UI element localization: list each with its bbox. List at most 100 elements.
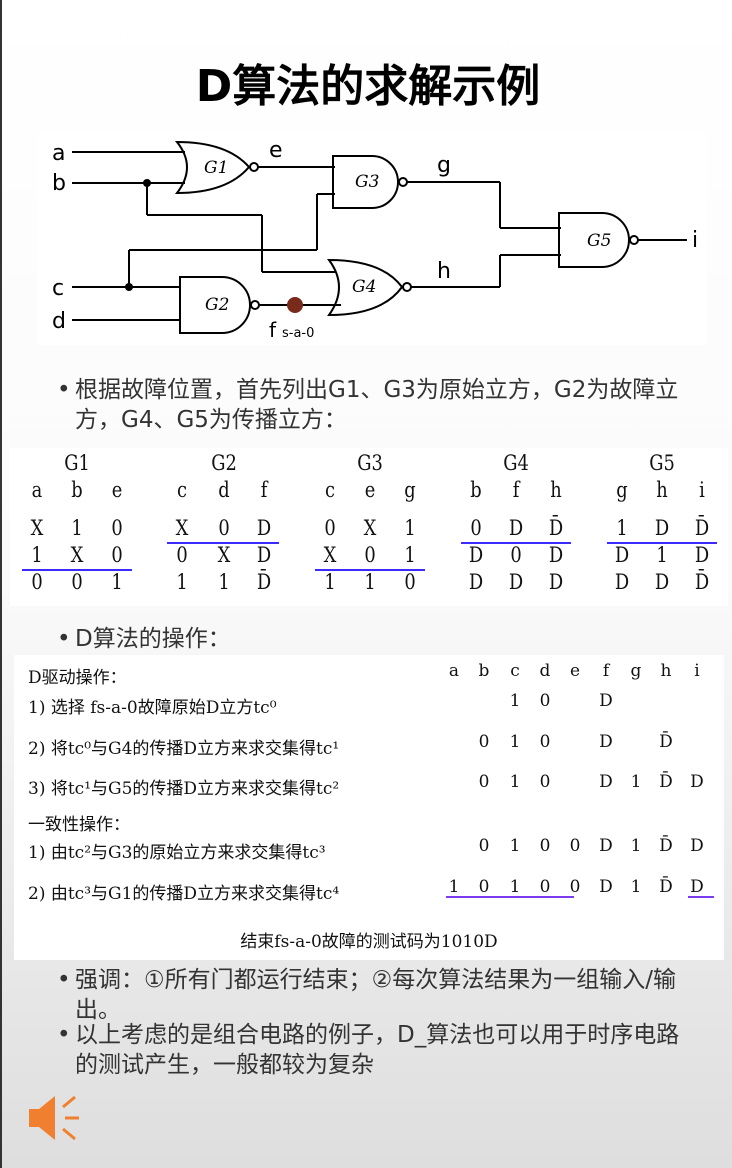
cube-cell: D̄	[256, 570, 272, 594]
cube-cell: X	[217, 543, 231, 567]
cube-cell: 0	[71, 570, 83, 594]
op-value: 1	[509, 836, 521, 856]
op-value: D̄	[659, 836, 673, 856]
net-h: h	[437, 259, 451, 284]
cube-cell: D	[614, 543, 630, 567]
cube-cell: D	[654, 570, 670, 594]
op-value: 1	[509, 877, 521, 897]
op-value: 0	[569, 877, 581, 897]
cube-cell: 0	[176, 543, 188, 567]
op-value: D̄	[659, 877, 673, 897]
op-column-header: h	[660, 661, 672, 681]
gate-g5-label: G5	[587, 231, 611, 251]
op-value: 0	[539, 691, 551, 711]
cube-cell: 0	[404, 570, 416, 594]
input-a: a	[52, 141, 65, 166]
op-value: 0	[478, 877, 490, 897]
cube-gate-label: G2	[211, 451, 237, 475]
cube-cell: 0	[324, 516, 336, 540]
net-e: e	[269, 138, 283, 163]
net-i: i	[692, 228, 698, 253]
input-d: d	[52, 309, 66, 334]
op-value: 1	[509, 691, 521, 711]
op-column-header: g	[630, 661, 642, 681]
cube-separator-line	[315, 569, 425, 571]
cube-cell: 1	[656, 543, 668, 567]
bullet-3: •强调：①所有门都运行结束；②每次算法结果为一组输入/输出。	[57, 965, 697, 1025]
cube-column-header: i	[699, 478, 705, 502]
op-value: 0	[539, 877, 551, 897]
op-value: D	[599, 836, 613, 856]
cube-gate-label: G3	[357, 451, 383, 475]
fault-type: s-a-0	[282, 326, 314, 341]
cube-column-header: h	[550, 478, 562, 502]
op-value: 1	[630, 877, 642, 897]
cube-cell: 0	[218, 516, 230, 540]
op-value: D̄	[659, 732, 673, 752]
op-column-header: d	[539, 661, 551, 681]
op-value: 0	[539, 732, 551, 752]
gate-g3-label: G3	[355, 172, 379, 192]
input-c: c	[52, 276, 64, 301]
op-value: D	[599, 877, 613, 897]
cube-column-header: f	[260, 478, 268, 502]
bullet-4: •以上考虑的是组合电路的例子，D_算法也可以用于时序电路的测试产生，一般都较为复…	[57, 1020, 697, 1080]
cube-cell: D̄	[548, 543, 564, 567]
op-step-label: 1) 由tc²与G3的原始立方来求交集得tc³	[28, 843, 326, 863]
cube-cell: 1	[404, 543, 416, 567]
cube-column-header: b	[71, 478, 83, 502]
cube-cell: 1	[31, 543, 43, 567]
cube-separator-line	[22, 569, 132, 571]
cube-cell: 0	[31, 570, 43, 594]
cube-separator-line	[461, 542, 571, 544]
cube-cell: 0	[111, 516, 123, 540]
op-value: D	[599, 691, 613, 711]
op-value: D	[690, 836, 704, 856]
op-step-label: 2) 将tc⁰与G4的传播D立方来求交集得tc¹	[28, 739, 340, 759]
op-step-label: 2) 由tc³与G1的传播D立方来求交集得tc⁴	[28, 884, 340, 904]
input-b: b	[52, 171, 66, 196]
net-g: g	[437, 153, 451, 178]
cube-cell: D̄	[694, 516, 710, 540]
cube-cell: 0	[111, 543, 123, 567]
cube-cell: D̄	[694, 570, 710, 594]
cube-cell: D̄	[548, 516, 564, 540]
cube-cell: 1	[616, 516, 628, 540]
cube-cell: 1	[111, 570, 123, 594]
fault-marker	[287, 297, 303, 313]
cube-gate-label: G4	[503, 451, 529, 475]
op-value: D	[599, 772, 613, 792]
op-value: 0	[478, 772, 490, 792]
cube-cell: D	[468, 570, 484, 594]
op-value: D	[690, 772, 704, 792]
cube-cell: 1	[71, 516, 83, 540]
cube-cell: 1	[176, 570, 188, 594]
cube-column-header: g	[616, 478, 628, 502]
cube-cell: D̄	[694, 543, 710, 567]
cube-cell: X	[175, 516, 189, 540]
consistency-heading: 一致性操作：	[28, 815, 130, 835]
cube-cell: 1	[324, 570, 336, 594]
circuit-diagram: a b c d e g h i G1 G2 G3 G4 G5 f s-a-0	[37, 130, 707, 345]
speaker-icon[interactable]	[27, 1093, 83, 1143]
op-column-header: f	[602, 661, 610, 681]
cube-column-header: e	[364, 478, 376, 502]
op-value: 1	[630, 772, 642, 792]
bullet-text: 根据故障位置，首先列出G1、G3为原始立方，G2为故障立方，G4、G5为传播立方…	[75, 377, 679, 433]
op-value: 1	[630, 836, 642, 856]
fault-label: f	[269, 318, 277, 342]
bullet-text: D算法的操作：	[75, 626, 231, 652]
bullet-text: 强调：①所有门都运行结束；②每次算法结果为一组输入/输出。	[75, 967, 676, 1023]
cube-cell: X	[323, 543, 337, 567]
slide-title: D算法的求解示例	[195, 61, 541, 112]
op-value: 0	[569, 836, 581, 856]
cube-cell: D	[256, 543, 272, 567]
cube-cell: 1	[218, 570, 230, 594]
cube-cell: X	[363, 516, 377, 540]
test-code-underline	[446, 896, 574, 898]
cube-cell: D	[654, 516, 670, 540]
cube-column-header: f	[512, 478, 520, 502]
bullet-2: •D算法的操作：	[57, 624, 687, 654]
